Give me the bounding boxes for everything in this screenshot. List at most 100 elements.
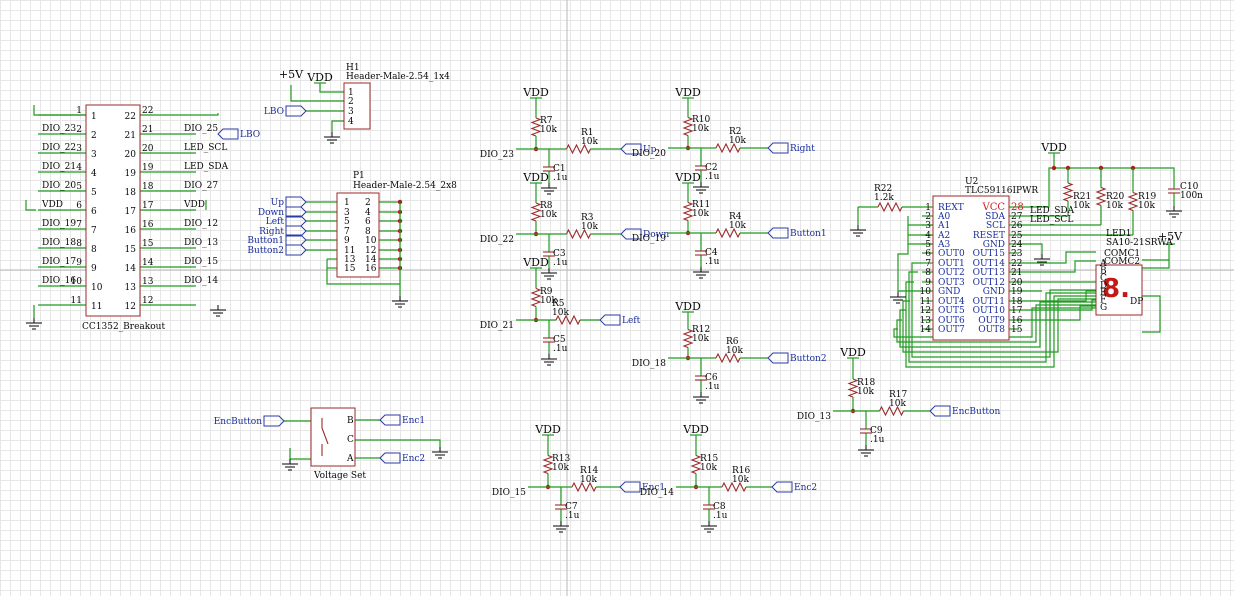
pin-number: 12	[125, 302, 136, 312]
pin-name: DP	[1130, 297, 1143, 307]
pin-number: 20	[1011, 278, 1023, 288]
resistor-ref: R12	[692, 325, 710, 335]
resistor-value: 10k	[726, 346, 743, 356]
pin-number: 8	[91, 245, 97, 255]
pin-number: 11	[91, 302, 102, 312]
resistor-value: 10k	[857, 387, 874, 397]
ground-symbol	[1166, 206, 1182, 218]
net-port	[285, 105, 307, 117]
dio-net-label: DIO_20	[632, 149, 666, 159]
pin-number: 16	[125, 226, 137, 236]
resistor-value: 10k	[732, 475, 749, 485]
capacitor-ref: C9	[870, 426, 883, 436]
vdd-label: VDD	[522, 86, 549, 99]
ground-symbol	[541, 268, 557, 280]
pin-name: OUT8	[978, 325, 1005, 335]
net-port	[620, 143, 642, 155]
pin-name: OUT7	[938, 325, 965, 335]
capacitor-ref: C4	[705, 248, 718, 258]
pin-number: 6	[76, 201, 82, 211]
capacitor-ref: C2	[705, 163, 718, 173]
resistor-ref: R3	[581, 213, 594, 223]
resistor-ref: R8	[540, 201, 553, 211]
net-port	[619, 481, 641, 493]
wire	[896, 304, 1096, 343]
pin-number: 2	[348, 97, 354, 107]
pin-number: 4	[91, 169, 97, 179]
port-label: Left	[622, 316, 641, 326]
pin-number: 3	[91, 150, 97, 160]
net-label: LED_SCL	[184, 143, 227, 153]
pin-number: 27	[1011, 212, 1023, 222]
ground-symbol	[282, 459, 298, 471]
resistor-value: 10k	[729, 136, 746, 146]
component-layer	[26, 82, 1182, 533]
pin-name: OUT15	[973, 249, 1006, 259]
pin-number: 12	[365, 246, 376, 256]
wire	[355, 439, 441, 447]
pin-number: 1	[344, 198, 350, 208]
vdd-label: VDD	[674, 171, 701, 184]
pin-number: 20	[125, 150, 137, 160]
capacitor-ref: C10	[1180, 182, 1199, 192]
pin-number: 7	[76, 220, 82, 230]
resistor-value: 10k	[729, 221, 746, 231]
pin-name: A2	[937, 231, 950, 241]
resistor-value: 10k	[540, 210, 557, 220]
wire	[331, 120, 344, 132]
wire	[289, 448, 311, 460]
part-ref: P1	[353, 171, 365, 181]
resistor-value: 10k	[1073, 201, 1090, 211]
resistor-symbol	[682, 328, 694, 349]
port-label: Enc2	[794, 483, 817, 493]
net-label: DIO_13	[184, 238, 218, 248]
resistor-value: 10k	[1106, 201, 1123, 211]
vdd-label: VDD	[674, 300, 701, 313]
ground-symbol	[324, 132, 340, 144]
net-label: DIO_17	[42, 257, 76, 267]
wire	[899, 301, 1096, 348]
port-label: LBO	[264, 107, 284, 117]
resistor-value: 10k	[581, 222, 598, 232]
resistor-symbol	[721, 481, 747, 493]
capacitor-value: .1u	[565, 511, 580, 521]
capacitor-ref: C6	[705, 373, 718, 383]
net-label: DIO_22	[42, 143, 76, 153]
pin-number: 1	[91, 112, 97, 122]
vdd-label: VDD	[522, 171, 549, 184]
vdd-label: VDD	[682, 423, 709, 436]
wire	[1142, 295, 1161, 333]
pin-number: 19	[1011, 287, 1023, 297]
resistor-ref: R6	[726, 337, 739, 347]
pin-number: 9	[76, 258, 82, 268]
pin-number: 14	[920, 325, 932, 335]
pin-name: A1	[937, 221, 950, 231]
resistor-ref: R20	[1106, 192, 1125, 202]
resistor-ref: R18	[857, 378, 876, 388]
capacitor-value: .1u	[705, 172, 720, 182]
port-label: Button1	[790, 229, 827, 239]
ground-symbol	[701, 521, 717, 533]
pin-number: 20	[142, 144, 154, 154]
pin-number: 24	[1011, 240, 1023, 250]
part-name: Header-Male-2.54_1x4	[346, 72, 450, 82]
resistor-symbol	[555, 314, 581, 326]
resistor-ref: R21	[1073, 192, 1091, 202]
capacitor-ref: C1	[553, 164, 566, 174]
encoder-switch	[321, 427, 329, 445]
part-name: CC1352_Breakout	[82, 322, 165, 332]
ground-symbol	[26, 318, 42, 330]
resistor-symbol	[542, 454, 554, 475]
net-port	[285, 196, 307, 208]
port-label: EncButton	[214, 417, 262, 427]
resistor-ref: R16	[732, 466, 751, 476]
resistor-symbol	[566, 143, 591, 155]
resistor-value: 10k	[700, 463, 717, 473]
resistor-symbol	[571, 481, 597, 493]
pin-number: 11	[920, 297, 931, 307]
capacitor-value: .1u	[870, 435, 885, 445]
resistor-symbol	[566, 228, 591, 240]
resistor-value: 10k	[552, 308, 569, 318]
resistor-ref: R4	[729, 212, 742, 222]
